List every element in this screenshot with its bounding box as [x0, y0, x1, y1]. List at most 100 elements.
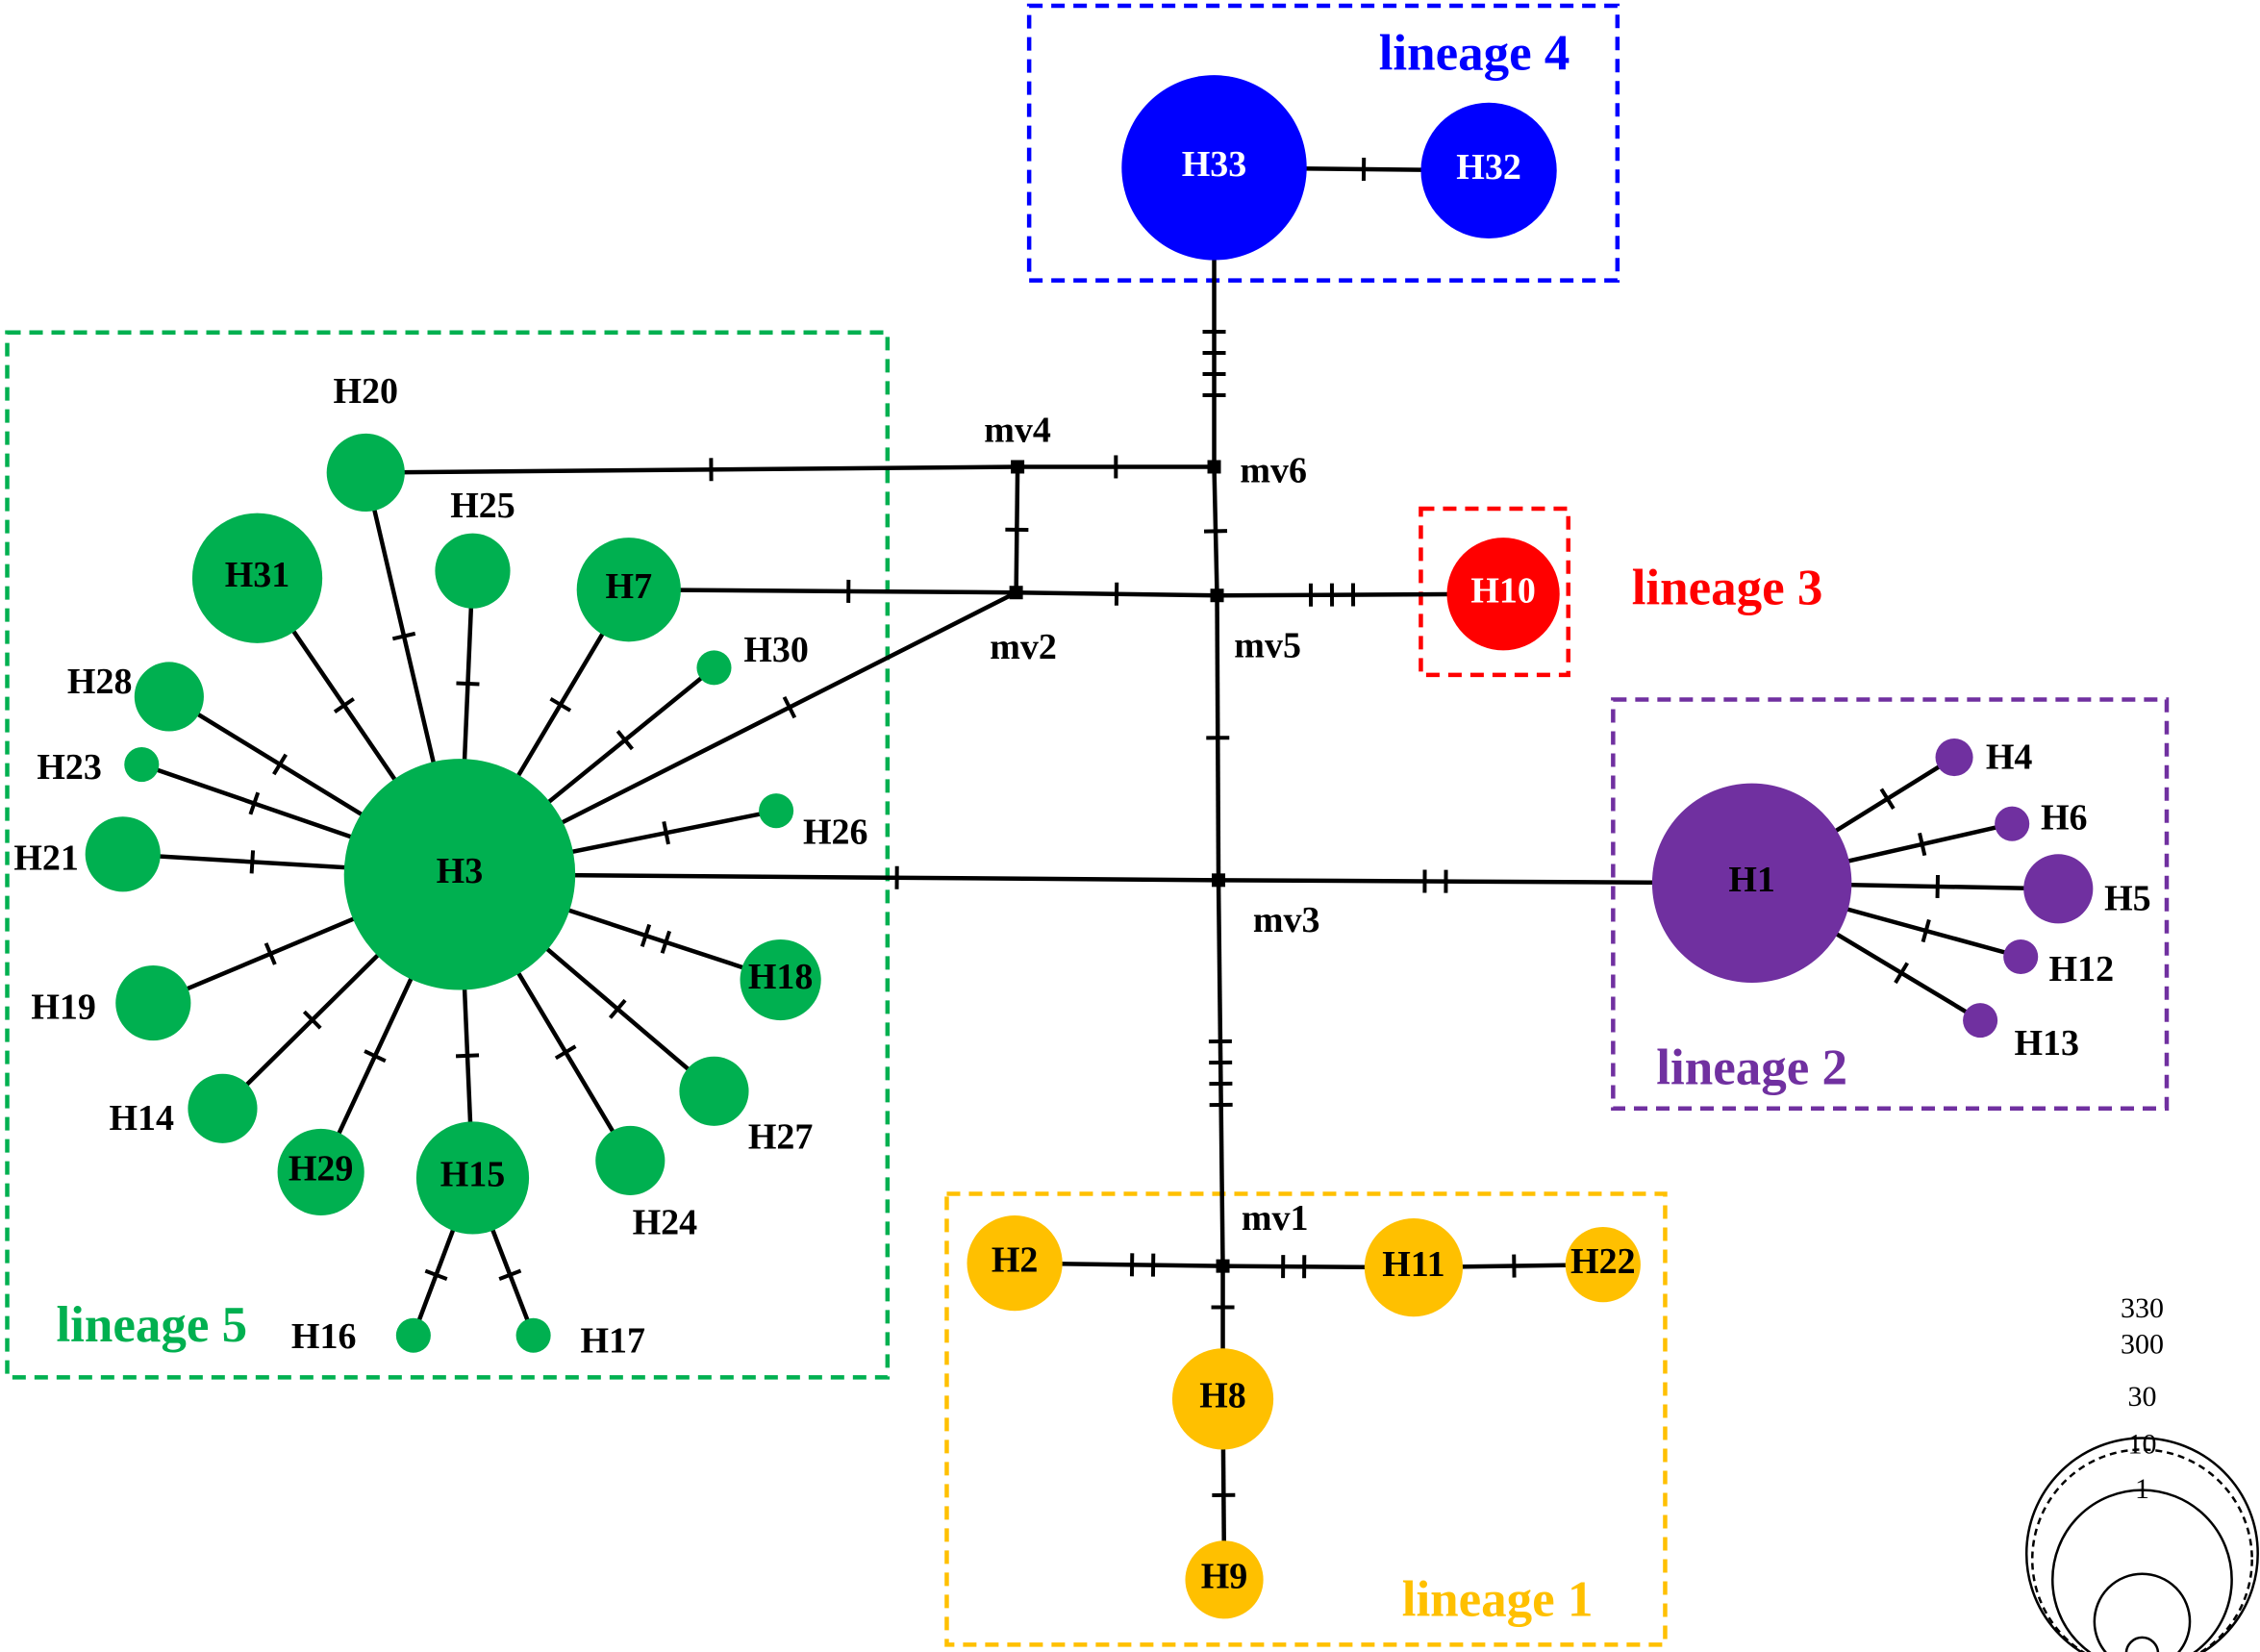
- legend-circle-330: [2024, 1437, 2259, 1652]
- lineage1-label: lineage 1: [1402, 1571, 1594, 1627]
- haplotype-label-H26: H26: [803, 812, 868, 852]
- mutation-tick: [364, 1049, 387, 1064]
- mv2-label: mv2: [990, 627, 1057, 667]
- haplotype-label-H21: H21: [13, 839, 79, 879]
- mv6-node: [1207, 460, 1221, 474]
- mutation-tick: [662, 821, 670, 845]
- mutation-tick: [272, 753, 288, 776]
- median-vectors: [1009, 460, 1230, 1273]
- mv3-node: [1212, 873, 1226, 888]
- haplotype-H32: [1420, 102, 1557, 238]
- mutation-tick: [424, 1268, 448, 1281]
- haplotype-label-H22: H22: [1570, 1241, 1636, 1282]
- mutation-tick: [391, 631, 416, 641]
- mv5-node: [1210, 588, 1224, 603]
- haplotype-label-H28: H28: [67, 662, 133, 702]
- mutation-tick: [333, 697, 355, 713]
- mutation-tick: [615, 730, 634, 751]
- haplotype-label-H27: H27: [748, 1117, 814, 1158]
- edge-mv3-mv1: [1216, 880, 1225, 1266]
- haplotype-H14: [188, 1073, 258, 1143]
- mutation-tick: [456, 681, 480, 687]
- lineage5-label: lineage 5: [56, 1297, 247, 1353]
- haplotype-H9: [1185, 1540, 1264, 1619]
- lineage-boxes: [5, 3, 2170, 1647]
- haplotype-H13: [1963, 1003, 1998, 1039]
- mutation-tick: [249, 850, 256, 874]
- mutation-ticks: [248, 157, 1940, 1497]
- haplotype-H10: [1446, 538, 1560, 651]
- haplotype-label-H32: H32: [1456, 147, 1521, 188]
- haplotype-H26: [759, 793, 794, 829]
- haplotype-label-H16: H16: [291, 1316, 357, 1357]
- haplotype-H17: [515, 1317, 551, 1353]
- haplotype-H3: [343, 759, 576, 990]
- mutation-tick: [1918, 832, 1927, 857]
- edge-H3-mv3: [459, 872, 1219, 883]
- haplotype-label-H25: H25: [450, 486, 515, 526]
- haplotype-H6: [1995, 806, 2030, 841]
- mutation-tick: [302, 1010, 322, 1030]
- mutation-tick: [660, 930, 672, 954]
- haplotype-H31: [191, 513, 323, 643]
- haplotype-H11: [1364, 1218, 1464, 1317]
- legend-circle-10: [2093, 1572, 2192, 1652]
- haplotype-H29: [277, 1128, 364, 1216]
- mutation-tick: [498, 1268, 522, 1281]
- haplotype-H28: [134, 662, 204, 732]
- mv6-label: mv6: [1240, 451, 1307, 491]
- mutation-tick: [1879, 788, 1896, 810]
- legend-circle-1: [2124, 1636, 2160, 1652]
- haplotype-label-H12: H12: [2049, 949, 2115, 989]
- legend-circle-30: [2051, 1489, 2233, 1652]
- legend-circle-300: [2031, 1448, 2253, 1652]
- haplotype-label-H15: H15: [440, 1155, 506, 1195]
- lineage1-box: [944, 1191, 1668, 1647]
- haplotype-label-H1: H1: [1728, 860, 1775, 900]
- mutation-tick: [640, 923, 652, 947]
- haplotype-H19: [115, 965, 191, 1041]
- labels: mv1mv2mv3mv4mv5mv6H1H2H3H4H5H6H7H8H9H10H…: [13, 144, 2150, 1596]
- mutation-tick: [782, 695, 797, 719]
- haplotype-H15: [415, 1121, 530, 1235]
- haplotype-H1: [1651, 783, 1852, 984]
- mv1-node: [1216, 1259, 1230, 1273]
- haplotype-H7: [576, 538, 681, 642]
- lineage4-label: lineage 4: [1379, 25, 1570, 81]
- mv5-label: mv5: [1234, 626, 1301, 666]
- mutation-tick: [1894, 962, 1909, 985]
- edge-H7-mv2: [628, 587, 1017, 595]
- edge-H20-mv4: [365, 464, 1018, 475]
- mutation-tick: [1203, 529, 1228, 534]
- lineage5-box: [5, 330, 891, 1380]
- haplotype-nodes: [85, 75, 2094, 1619]
- mv1-label: mv1: [1242, 1198, 1309, 1239]
- haplotype-H20: [326, 433, 405, 513]
- haplotype-H24: [595, 1125, 665, 1195]
- mutation-tick: [549, 696, 572, 713]
- haplotype-label-H30: H30: [743, 630, 809, 670]
- mv4-label: mv4: [984, 411, 1051, 451]
- haplotype-label-H11: H11: [1382, 1244, 1444, 1285]
- haplotype-H30: [696, 650, 732, 686]
- haplotype-H33: [1121, 75, 1307, 261]
- haplotype-H22: [1565, 1227, 1641, 1303]
- haplotype-H27: [679, 1056, 749, 1126]
- haplotype-H23: [124, 747, 160, 783]
- legend-label-1: 1: [2135, 1473, 2149, 1505]
- haplotype-label-H19: H19: [31, 987, 96, 1027]
- haplotype-label-H4: H4: [1986, 737, 2033, 777]
- haplotype-label-H29: H29: [289, 1149, 354, 1189]
- legend-label-300: 300: [2121, 1329, 2164, 1361]
- haplotype-H5: [2023, 854, 2094, 924]
- legend-label-330: 330: [2121, 1292, 2164, 1324]
- mutation-tick: [264, 942, 277, 965]
- haplotype-H16: [395, 1317, 431, 1353]
- haplotype-label-H14: H14: [110, 1098, 175, 1139]
- haplotype-H25: [435, 533, 511, 609]
- mutation-tick: [554, 1044, 577, 1061]
- lineage2-label: lineage 2: [1656, 1039, 1847, 1095]
